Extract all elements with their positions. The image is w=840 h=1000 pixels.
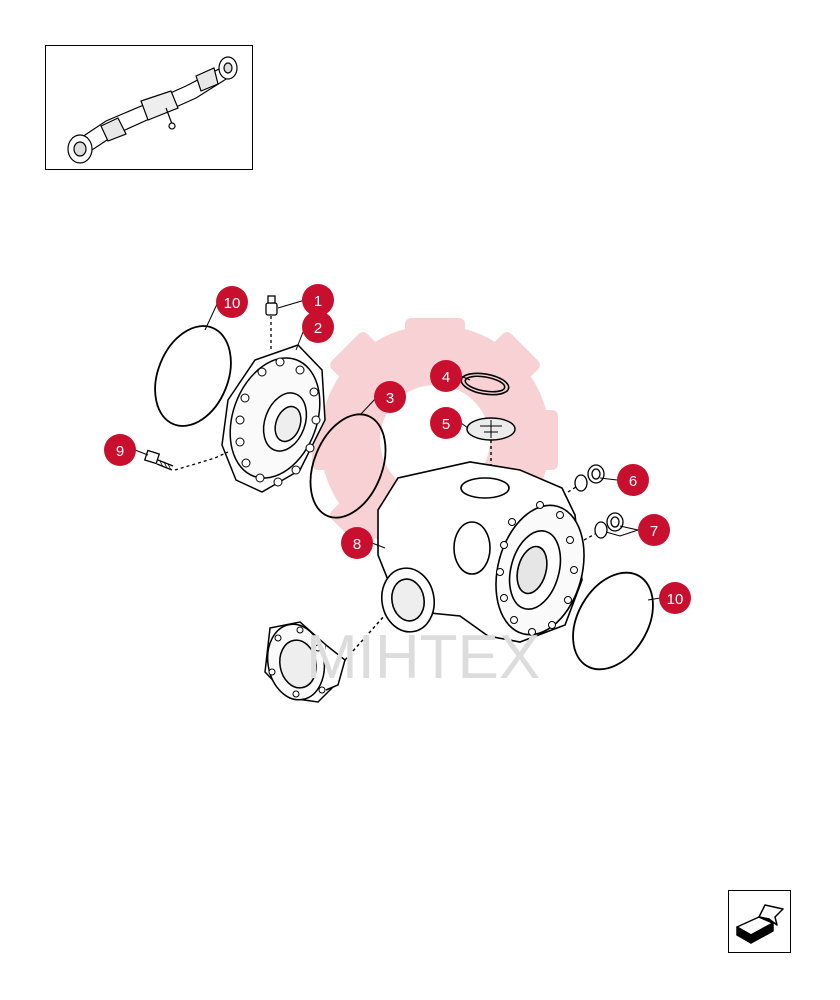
callout-1[interactable]: 1 (302, 284, 334, 316)
callout-4[interactable]: 4 (430, 360, 462, 392)
callout-label: 5 (442, 416, 450, 433)
callout-label: 7 (650, 523, 658, 540)
cover-plate-part (466, 417, 516, 480)
o-ring-left (154, 325, 232, 427)
callout-10-left[interactable]: 10 (216, 286, 248, 318)
callout-3[interactable]: 3 (374, 381, 406, 413)
plug-part (265, 295, 278, 350)
end-cover-part (221, 344, 326, 493)
axle-thumbnail-drawing (67, 56, 238, 164)
callout-markers: 10 1 2 3 4 5 6 (104, 284, 691, 614)
callout-label: 1 (314, 293, 322, 310)
axle-housing-part (377, 461, 585, 643)
next-page-button[interactable] (728, 890, 791, 953)
callout-label: 10 (224, 295, 241, 312)
callout-6[interactable]: 6 (617, 464, 649, 496)
callout-label: 3 (386, 390, 394, 407)
callout-label: 9 (116, 443, 124, 460)
callout-10-right[interactable]: 10 (659, 582, 691, 614)
o-ring-right (572, 571, 654, 671)
next-page-arrow-icon (736, 904, 784, 944)
axle-assembly-thumbnail[interactable] (45, 45, 253, 170)
callout-8[interactable]: 8 (341, 527, 373, 559)
bolt-part (143, 449, 229, 471)
callout-9[interactable]: 9 (104, 434, 136, 466)
callout-label: 4 (442, 369, 450, 386)
o-ring-middle (309, 413, 387, 519)
seal-plug-6 (567, 464, 605, 493)
callout-label: 8 (353, 536, 361, 553)
flange-part (264, 614, 386, 703)
callout-5[interactable]: 5 (430, 407, 462, 439)
watermark-text: MIHTEX (306, 623, 540, 692)
seal-plug-7 (583, 512, 624, 541)
callout-label: 10 (667, 591, 684, 608)
callout-7[interactable]: 7 (638, 514, 670, 546)
callout-label: 6 (629, 473, 637, 490)
callout-label: 2 (314, 320, 322, 337)
callout-2[interactable]: 2 (302, 311, 334, 343)
